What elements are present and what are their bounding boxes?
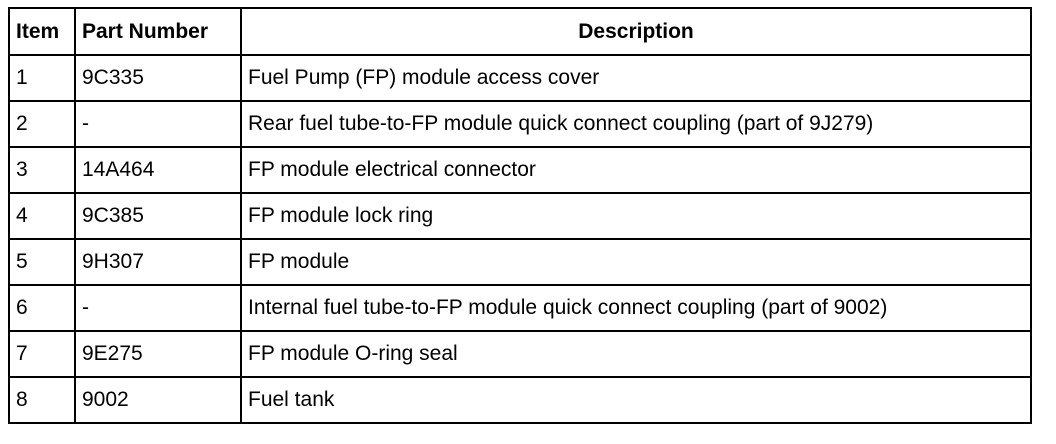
cell-description: FP module lock ring — [240, 192, 1032, 240]
cell-description: Internal fuel tube-to-FP module quick co… — [240, 284, 1032, 332]
cell-part-number: 9002 — [74, 376, 242, 424]
table-row: 6 - Internal fuel tube-to-FP module quic… — [8, 284, 1032, 332]
parts-table: Item Part Number Description 1 9C335 Fue… — [8, 7, 1032, 424]
header-row: Item Part Number Description — [8, 7, 1032, 56]
table-row: 7 9E275 FP module O-ring seal — [8, 330, 1032, 378]
cell-part-number: 9C335 — [74, 54, 242, 102]
cell-part-number: 9E275 — [74, 330, 242, 378]
cell-description: FP module O-ring seal — [240, 330, 1032, 378]
cell-description: Fuel tank — [240, 376, 1032, 424]
header-part-number: Part Number — [74, 7, 242, 56]
header-description: Description — [240, 7, 1032, 56]
table-row: 8 9002 Fuel tank — [8, 376, 1032, 424]
cell-description: Rear fuel tube-to-FP module quick connec… — [240, 100, 1032, 148]
cell-description: Fuel Pump (FP) module access cover — [240, 54, 1032, 102]
cell-part-number: 14A464 — [74, 146, 242, 194]
cell-part-number: - — [74, 284, 242, 332]
cell-description: FP module electrical connector — [240, 146, 1032, 194]
cell-item: 2 — [8, 100, 76, 148]
header-item: Item — [8, 7, 76, 56]
cell-item: 1 — [8, 54, 76, 102]
table-row: 5 9H307 FP module — [8, 238, 1032, 286]
table-row: 1 9C335 Fuel Pump (FP) module access cov… — [8, 54, 1032, 102]
table-row: 4 9C385 FP module lock ring — [8, 192, 1032, 240]
cell-item: 4 — [8, 192, 76, 240]
cell-item: 3 — [8, 146, 76, 194]
cell-part-number: 9H307 — [74, 238, 242, 286]
table-body: 1 9C335 Fuel Pump (FP) module access cov… — [8, 54, 1032, 424]
cell-part-number: - — [74, 100, 242, 148]
cell-description: FP module — [240, 238, 1032, 286]
table-row: 2 - Rear fuel tube-to-FP module quick co… — [8, 100, 1032, 148]
cell-item: 7 — [8, 330, 76, 378]
cell-item: 5 — [8, 238, 76, 286]
table-header: Item Part Number Description — [8, 7, 1032, 56]
table-row: 3 14A464 FP module electrical connector — [8, 146, 1032, 194]
cell-part-number: 9C385 — [74, 192, 242, 240]
cell-item: 6 — [8, 284, 76, 332]
cell-item: 8 — [8, 376, 76, 424]
